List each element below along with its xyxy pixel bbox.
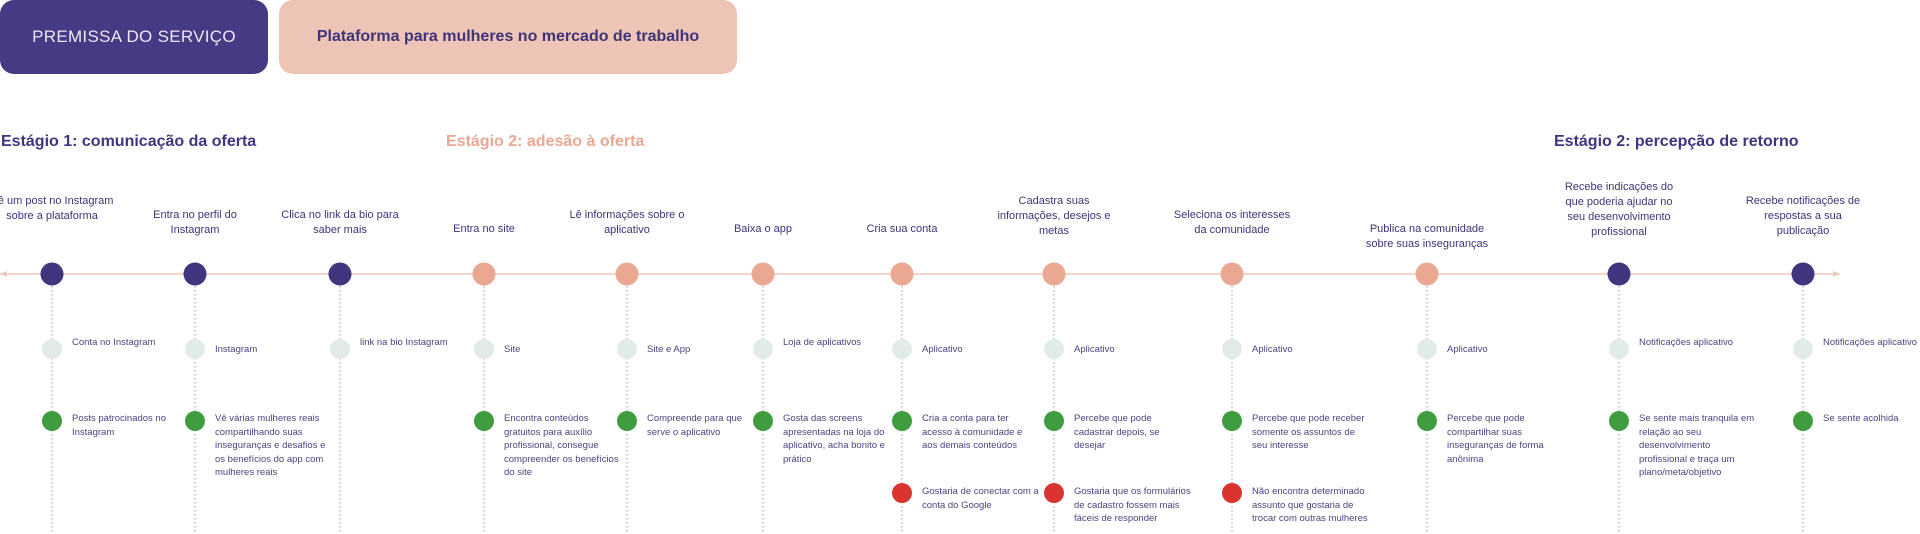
channel-label: Instagram bbox=[215, 344, 258, 355]
step-milestone bbox=[472, 262, 496, 286]
step-action-label: Seleciona os interesses da comunidade bbox=[1173, 209, 1291, 236]
step-milestone bbox=[40, 262, 64, 286]
timeline-arrow-right-icon bbox=[1833, 271, 1840, 277]
positive-emotion-label: Posts patrocinados no Instagram bbox=[72, 413, 167, 438]
channel-dot bbox=[330, 339, 350, 359]
positive-emotion-dot bbox=[1044, 411, 1064, 431]
positive-emotion-label: Cria a conta para ter acesso à comunidad… bbox=[922, 413, 1023, 451]
positive-emotion-label: Compreende para que serve o aplicativo bbox=[647, 413, 743, 438]
positive-emotion-label: Se sente mais tranquila em relação ao se… bbox=[1639, 413, 1755, 478]
positive-emotion-label: Percebe que pode cadastrar depois, se de… bbox=[1074, 413, 1160, 451]
step-action-label: Publica na comunidade sobre suas insegur… bbox=[1365, 223, 1489, 250]
platform-description-label: Plataforma para mulheres no mercado de t… bbox=[316, 28, 700, 45]
positive-emotion-label: Vê várias mulheres reais compartilhando … bbox=[215, 413, 326, 478]
timeline-arrow-left-icon bbox=[0, 271, 7, 277]
positive-emotion-dot bbox=[1793, 411, 1813, 431]
positive-emotion-dot bbox=[892, 411, 912, 431]
step-milestone bbox=[328, 262, 352, 286]
step-milestone bbox=[751, 262, 775, 286]
step-milestone bbox=[1042, 262, 1066, 286]
step-action-label: Cadastra suas informações, desejos e met… bbox=[997, 195, 1111, 237]
step-milestone bbox=[1607, 262, 1631, 286]
step-milestone bbox=[183, 262, 207, 286]
positive-emotion-dot bbox=[1417, 411, 1437, 431]
positive-emotion-dot bbox=[1222, 411, 1242, 431]
channel-label: Notificações aplicativo bbox=[1823, 337, 1917, 348]
positive-emotion-label: Percebe que pode receber somente os assu… bbox=[1252, 413, 1365, 451]
positive-emotion-dot bbox=[474, 411, 494, 431]
step-milestone bbox=[890, 262, 914, 286]
channel-dot bbox=[753, 339, 773, 359]
positive-emotion-dot bbox=[1609, 411, 1629, 431]
channel-label: Aplicativo bbox=[1074, 344, 1115, 355]
step-milestone bbox=[1415, 262, 1439, 286]
negative-emotion-label: Gostaria que os formulários de cadastro … bbox=[1074, 486, 1191, 524]
channel-label: Site e App bbox=[647, 344, 691, 355]
channel-label: link na bio Instagram bbox=[360, 337, 448, 348]
channel-dot bbox=[1222, 339, 1242, 359]
step-milestone bbox=[1791, 262, 1815, 286]
service-premise-box: PREMISSA DO SERVIÇO bbox=[0, 0, 268, 74]
step-action-label: Lê informações sobre o aplicativo bbox=[569, 209, 685, 236]
channel-label: Aplicativo bbox=[1252, 344, 1293, 355]
step-action-label: Vê um post no Instagram sobre a platafor… bbox=[0, 195, 114, 222]
step-action-label: Entra no perfil do Instagram bbox=[153, 209, 237, 236]
positive-emotion-dot bbox=[753, 411, 773, 431]
stage-title-perception: Estágio 2: percepção de retorno bbox=[1554, 133, 1799, 150]
platform-description-box: Plataforma para mulheres no mercado de t… bbox=[279, 0, 737, 74]
channel-dot bbox=[1417, 339, 1437, 359]
channel-dot bbox=[474, 339, 494, 359]
step-action-label: Recebe indicações do que poderia ajudar … bbox=[1564, 181, 1674, 238]
channel-label: Aplicativo bbox=[922, 344, 963, 355]
step-milestone bbox=[615, 262, 639, 286]
step-action-label: Cria sua conta bbox=[866, 223, 938, 235]
channel-label: Aplicativo bbox=[1447, 344, 1488, 355]
step-action-label: Clica no link da bio para saber mais bbox=[281, 209, 399, 236]
positive-emotion-label: Gosta das screens apresentadas na loja d… bbox=[783, 413, 885, 465]
channel-dot bbox=[1044, 339, 1064, 359]
channel-label: Loja de aplicativos bbox=[783, 337, 862, 348]
step-action-label: Baixa o app bbox=[733, 223, 793, 235]
stage-title-adhesion: Estágio 2: adesão à oferta bbox=[446, 133, 645, 150]
negative-emotion-dot bbox=[1044, 483, 1064, 503]
channel-dot bbox=[1793, 339, 1813, 359]
channel-dot bbox=[892, 339, 912, 359]
channel-label: Notificações aplicativo bbox=[1639, 337, 1733, 348]
channel-dot bbox=[1609, 339, 1629, 359]
service-premise-label: PREMISSA DO SERVIÇO bbox=[32, 27, 236, 46]
channel-label: Conta no Instagram bbox=[72, 337, 156, 348]
channel-dot bbox=[185, 339, 205, 359]
positive-emotion-label: Percebe que pode compartilhar suas inseg… bbox=[1447, 413, 1544, 465]
stage-title-communication: Estágio 1: comunicação da oferta bbox=[1, 133, 257, 150]
negative-emotion-label: Gostaria de conectar com a conta do Goog… bbox=[922, 486, 1039, 511]
negative-emotion-label: Não encontra determinado assunto que gos… bbox=[1252, 486, 1368, 524]
step-action-label: Entra no site bbox=[453, 223, 515, 235]
positive-emotion-dot bbox=[617, 411, 637, 431]
negative-emotion-dot bbox=[892, 483, 912, 503]
positive-emotion-label: Encontra conteúdos gratuitos para auxíli… bbox=[504, 413, 619, 478]
step-milestone bbox=[1220, 262, 1244, 286]
positive-emotion-dot bbox=[42, 411, 62, 431]
positive-emotion-dot bbox=[185, 411, 205, 431]
channel-dot bbox=[617, 339, 637, 359]
channel-dot bbox=[42, 339, 62, 359]
step-action-label: Recebe notificações de respostas a sua p… bbox=[1745, 195, 1861, 237]
positive-emotion-label: Se sente acolhida bbox=[1823, 413, 1899, 424]
negative-emotion-dot bbox=[1222, 483, 1242, 503]
channel-label: Site bbox=[504, 344, 521, 355]
